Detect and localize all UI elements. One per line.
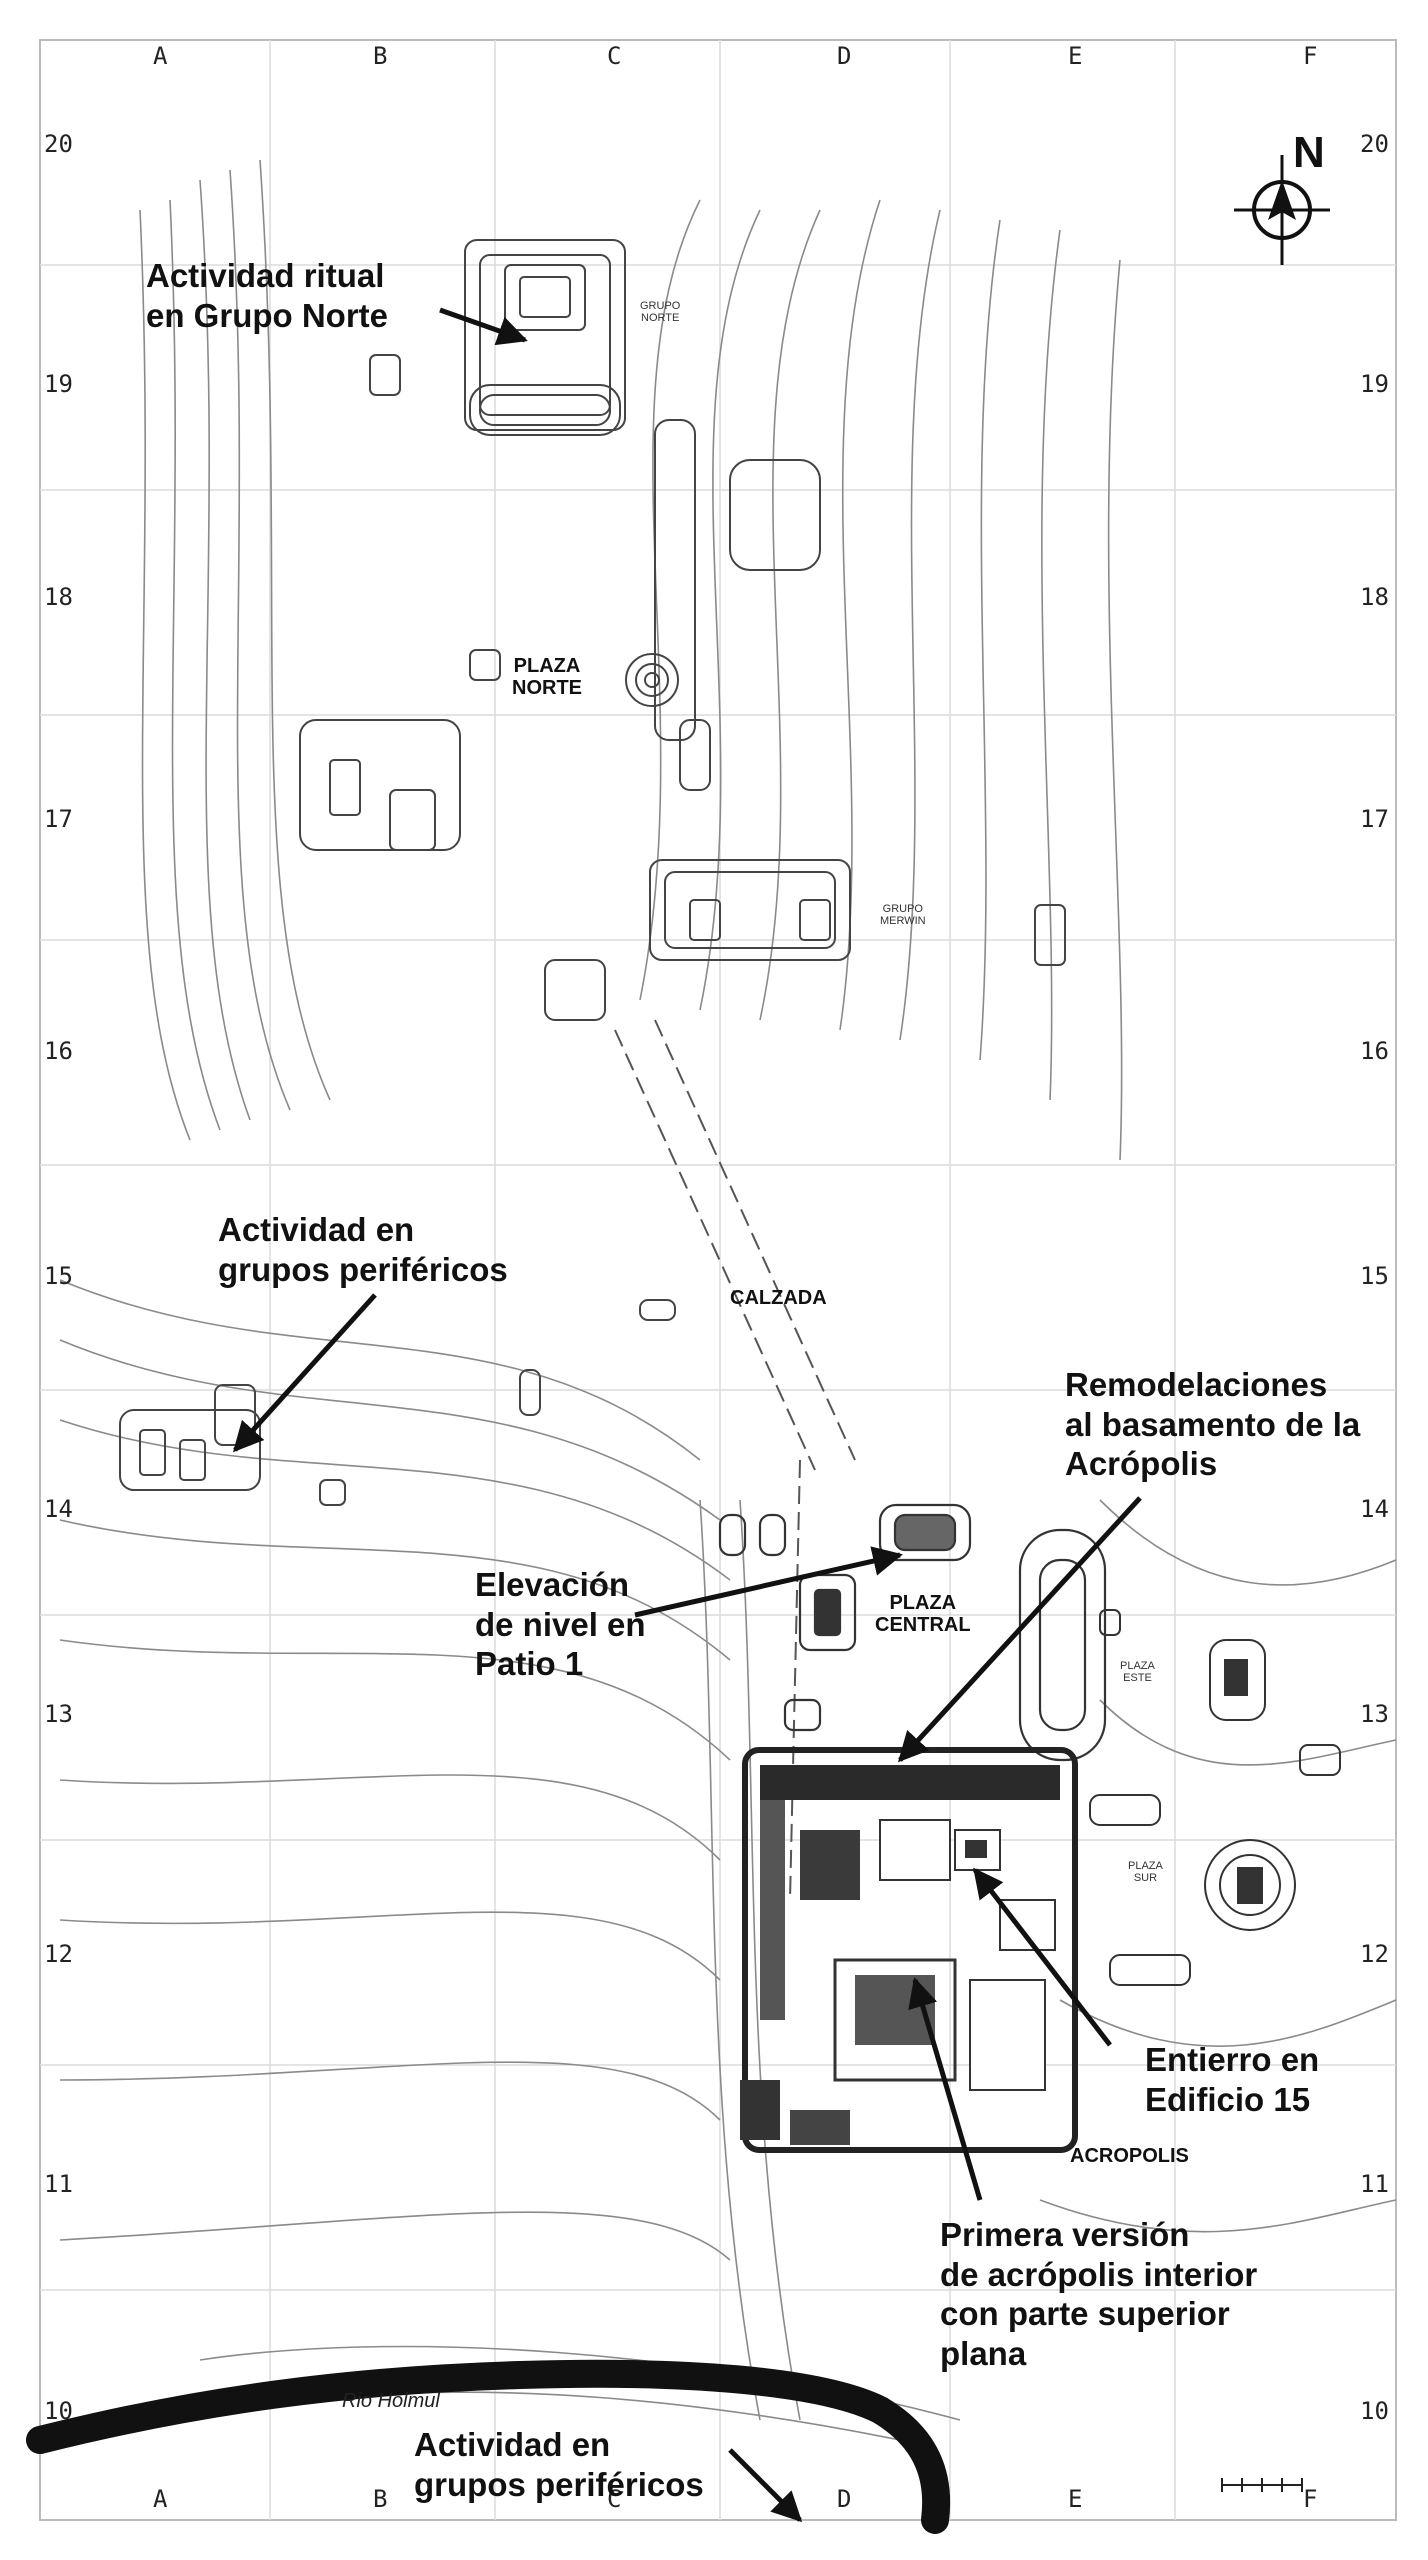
annotation-grupos-perifericos-2: Actividad en grupos periféricos (414, 2426, 704, 2503)
grid-col-a-top: A (153, 42, 168, 70)
grid-col-d-bottom: D (837, 2485, 852, 2513)
grid-row-12-right: 12 (1360, 1940, 1389, 1968)
grid-col-e-top: E (1068, 42, 1083, 70)
plaza-central-structures (718, 1503, 1107, 1762)
grid-row-19-left: 19 (44, 370, 73, 398)
grid-row-15-left: 15 (44, 1262, 73, 1290)
grid-row-10-right: 10 (1360, 2397, 1389, 2425)
label-plaza-sur: PLAZA SUR (1128, 1860, 1163, 1885)
label-acropolis: ACROPOLIS (1070, 2145, 1189, 2167)
grid-col-b-bottom: B (373, 2485, 388, 2513)
annotation-grupos-perifericos-1: Actividad en grupos periféricos (218, 1211, 508, 1288)
annotation-arrows (232, 307, 1142, 2523)
grid-col-f-top: F (1303, 42, 1318, 70)
grid-col-a-bottom: A (153, 2485, 168, 2513)
annotation-entierro-edificio: Entierro en Edificio 15 (1145, 2041, 1320, 2118)
grid-col-b-top: B (373, 42, 388, 70)
grid-row-16-right: 16 (1360, 1037, 1389, 1065)
label-grupo-norte: GRUPO NORTE (640, 300, 681, 325)
grid-row-17-right: 17 (1360, 805, 1389, 833)
label-rio-holmul: Rio Holmul (342, 2390, 440, 2412)
grid-row-16-left: 16 (44, 1037, 73, 1065)
scale-bar (1221, 2478, 1303, 2492)
grid-row-18-left: 18 (44, 583, 73, 611)
grid-row-14-right: 14 (1360, 1495, 1389, 1523)
grid-col-f-bottom: F (1303, 2485, 1318, 2513)
label-grupo-merwin: GRUPO MERWIN (880, 903, 926, 928)
annotation-ritual-grupo-norte: Actividad ritual en Grupo Norte (146, 257, 389, 334)
grid-row-11-left: 11 (44, 2170, 73, 2198)
north-label: N (1293, 128, 1325, 177)
grid-row-12-left: 12 (44, 1940, 73, 1968)
plaza-norte-structures (299, 419, 821, 1021)
grid-col-c-top: C (607, 42, 622, 70)
grid-col-e-bottom: E (1068, 2485, 1083, 2513)
grid-row-11-right: 11 (1360, 2170, 1389, 2198)
grid-row-14-left: 14 (44, 1495, 73, 1523)
grid-col-c-bottom: C (607, 2485, 622, 2513)
plaza-este-structures (1099, 1609, 1341, 1931)
acropolis-structures (740, 1747, 1191, 2153)
rio-holmul (26, 2359, 951, 2534)
label-plaza-central: PLAZA CENTRAL (875, 1592, 971, 1636)
grupo-norte-structures (369, 239, 626, 436)
grid-row-18-right: 18 (1360, 583, 1389, 611)
annotation-primera-version: Primera versión de acrópolis interior co… (940, 2216, 1258, 2372)
grupo-merwin-structures (649, 859, 1066, 966)
grid-row-10-left: 10 (44, 2397, 73, 2425)
grid-col-d-top: D (837, 42, 852, 70)
grid-row-13-right: 13 (1360, 1700, 1389, 1728)
label-plaza-norte: PLAZA NORTE (512, 655, 582, 699)
grid-row-20-right: 20 (1360, 130, 1389, 158)
label-plaza-este: PLAZA ESTE (1120, 1660, 1155, 1685)
annotation-elevacion-patio: Elevación de nivel en Patio 1 (475, 1566, 646, 1683)
label-calzada: CALZADA (730, 1287, 827, 1309)
grid-row-19-right: 19 (1360, 370, 1389, 398)
north-arrow-icon (1234, 155, 1330, 265)
map-frame (39, 39, 1397, 2521)
grid-row-20-left: 20 (44, 130, 73, 158)
annotation-remodelaciones: Remodelaciones al basamento de la Acrópo… (1065, 1366, 1361, 1483)
grid-row-15-right: 15 (1360, 1262, 1389, 1290)
grid-row-17-left: 17 (44, 805, 73, 833)
grid-row-13-left: 13 (44, 1700, 73, 1728)
peripheral-group-west (119, 1299, 676, 1506)
calzada-causeway (614, 1019, 856, 1901)
